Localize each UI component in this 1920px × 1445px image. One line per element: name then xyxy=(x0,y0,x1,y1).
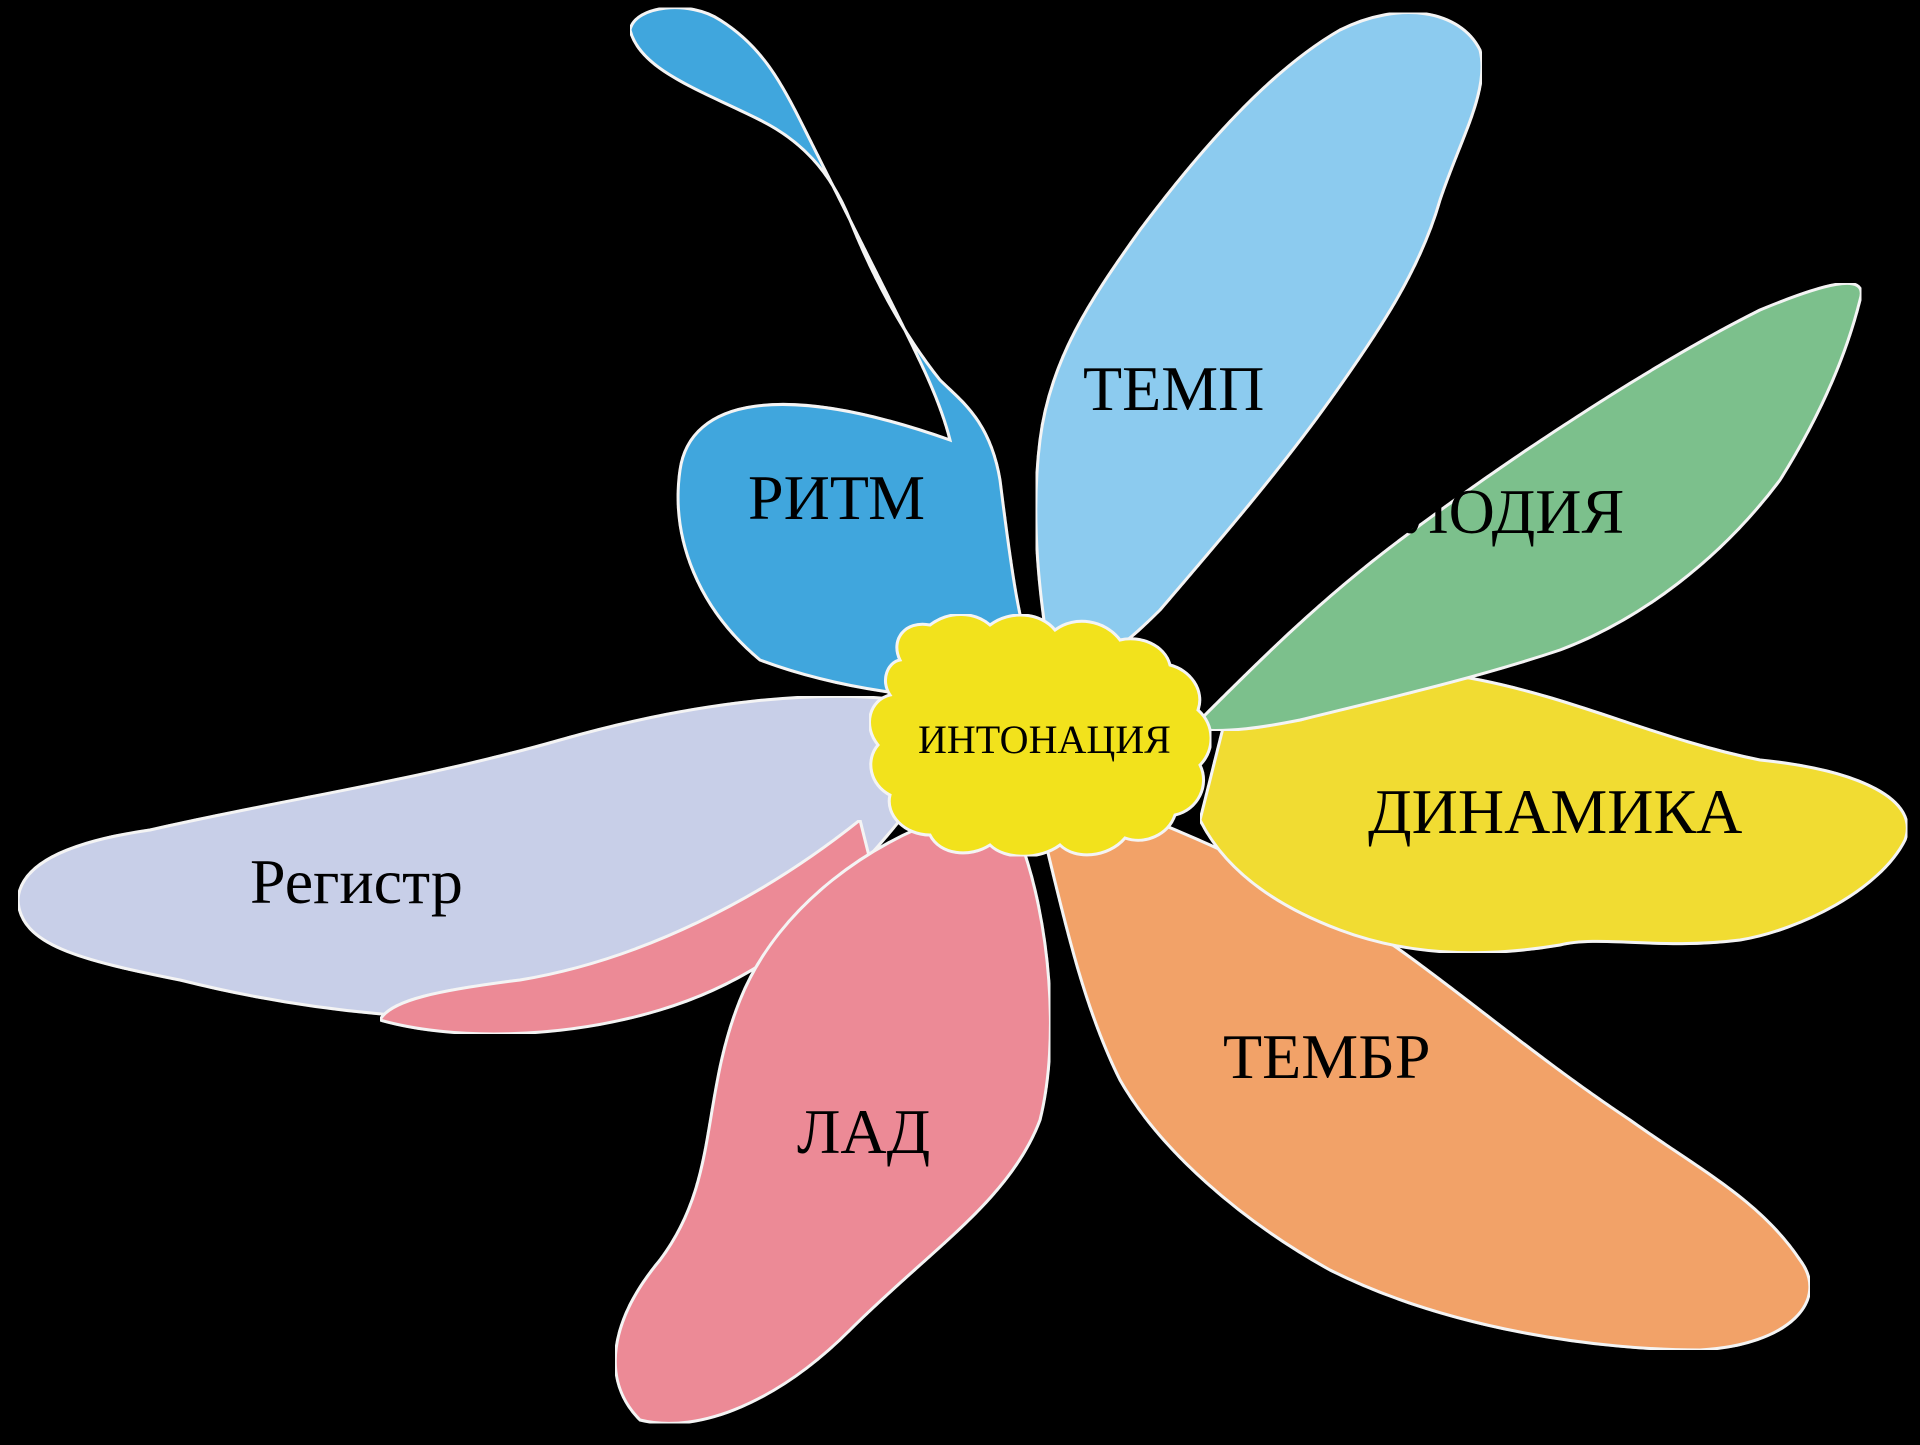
label-intonaciya: ИНТОНАЦИЯ xyxy=(918,720,1171,760)
petal-ritm xyxy=(630,8,1040,700)
label-melodiya: МЕЛОДИЯ xyxy=(1310,480,1624,544)
label-ritm: РИТМ xyxy=(748,466,925,530)
label-registr: Регистр xyxy=(250,850,463,914)
label-lad: ЛАД xyxy=(797,1100,930,1164)
label-tembr: ТЕМБР xyxy=(1223,1025,1430,1089)
label-temp: ТЕМП xyxy=(1083,357,1264,421)
label-dinamika: ДИНАМИКА xyxy=(1368,780,1742,844)
